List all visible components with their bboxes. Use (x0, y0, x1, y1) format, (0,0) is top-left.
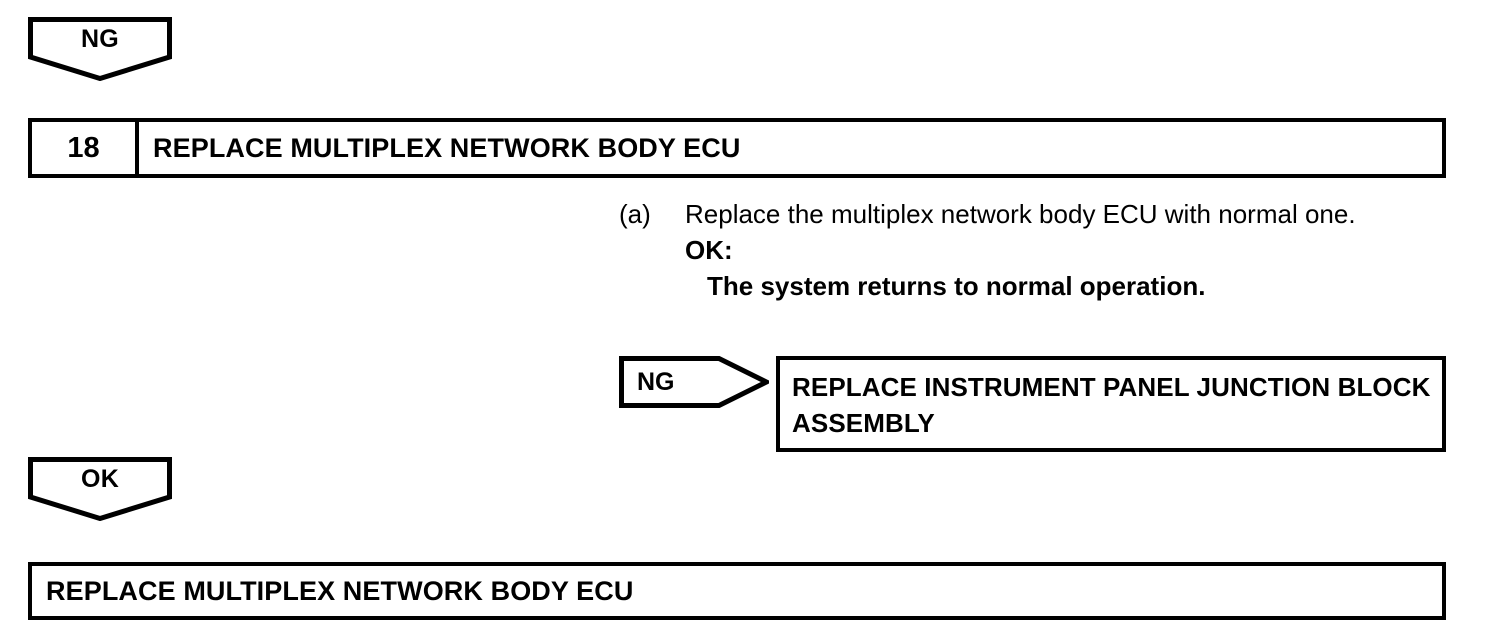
final-result-box: REPLACE MULTIPLEX NETWORK BODY ECU (28, 562, 1446, 620)
branch-result-text: REPLACE INSTRUMENT PANEL JUNCTION BLOCK … (792, 372, 1431, 438)
procedure-result-text: The system returns to normal operation. (707, 271, 1206, 301)
marker-ng-top-label: NG (81, 25, 119, 53)
procedure-text: Replace the multiplex network body ECU w… (685, 199, 1356, 229)
pentagon-down-icon (28, 17, 172, 81)
arrow-right-icon (619, 356, 769, 408)
pentagon-down-icon (28, 457, 172, 521)
branch-result-box: REPLACE INSTRUMENT PANEL JUNCTION BLOCK … (776, 356, 1446, 452)
marker-ok-bottom: OK (28, 457, 172, 521)
procedure-result-label: OK: (685, 235, 733, 265)
procedure-marker: (a) (619, 199, 651, 229)
procedure-item: (a) Replace the multiplex network body E… (619, 196, 1419, 232)
step-number: 18 (32, 122, 139, 174)
procedure-block: (a) Replace the multiplex network body E… (619, 196, 1419, 304)
marker-ok-bottom-label: OK (81, 465, 119, 493)
marker-ng-top: NG (28, 17, 172, 81)
step-title: REPLACE MULTIPLEX NETWORK BODY ECU (153, 132, 741, 163)
step-box: 18 REPLACE MULTIPLEX NETWORK BODY ECU (28, 118, 1446, 178)
final-result-text: REPLACE MULTIPLEX NETWORK BODY ECU (46, 575, 634, 606)
marker-ng-branch: NG (619, 356, 769, 408)
marker-ng-branch-label: NG (637, 368, 675, 396)
